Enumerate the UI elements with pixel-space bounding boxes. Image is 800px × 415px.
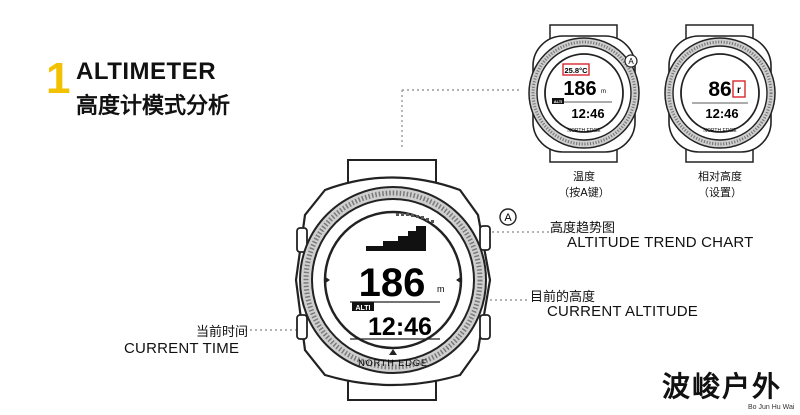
main-time: 12:46 [368,313,432,341]
sw1-bezel-text: NORTH EDGE [567,128,601,134]
brand-logo-text: 波峻户外 [662,370,783,403]
trend-label-cn: 高度趋势图 [550,221,616,236]
small-watch-1 [528,24,640,163]
sw2-caption-line1: 相对高度 [698,170,742,183]
sw1-unit: m [601,89,606,95]
sw2-indicator: r [737,85,741,96]
sw2-value: 86 [708,78,731,101]
sw2-caption: 相对高度 （设置） [680,168,760,200]
altitude-label-en: CURRENT ALTITUDE [547,303,698,320]
brand-subtitle: Bo Jun Hu Wai [748,404,795,411]
main-mode-label: ALTI [355,305,370,312]
sw1-caption-line1: 温度 [573,170,595,183]
altitude-label-cn: 目前的高度 [530,290,596,305]
button-a-marker-small [624,54,638,68]
sw1-value: 186 [563,78,596,100]
main-watch [294,159,492,401]
section-subtitle: 高度计模式分析 [76,94,231,119]
sw1-time: 12:46 [571,106,604,121]
section-number: 1 [46,54,71,103]
sw1-button-a-label: A [628,57,634,66]
sw2-bezel-text: NORTH EDGE [703,128,737,134]
time-label-en: CURRENT TIME [124,340,240,357]
sw2-time: 12:46 [705,106,738,121]
temperature-highlight [562,63,590,76]
button-a-marker [499,208,517,226]
leader-lines [245,89,565,331]
main-button-a-label: A [504,212,512,224]
sw1-mode-label: ALTI [554,99,563,104]
relative-indicator-highlight [732,80,746,98]
main-altitude-value: 186 [359,261,426,305]
sw2-caption-line2: （设置） [698,186,742,199]
main-bezel-text: NORTH EDGE [358,358,428,368]
altitude-trend-chart [366,226,426,251]
sw1-caption: 温度 （按A键） [544,168,624,200]
sw1-temp: 25.8°C [564,66,588,75]
time-label-cn: 当前时间 [196,325,249,340]
main-unit: m [437,284,445,294]
sw1-caption-line2: （按A键） [558,186,610,199]
small-watch-2 [664,24,776,163]
trend-label-en: ALTITUDE TREND CHART [567,234,754,251]
section-title: ALTIMETER [76,58,217,85]
